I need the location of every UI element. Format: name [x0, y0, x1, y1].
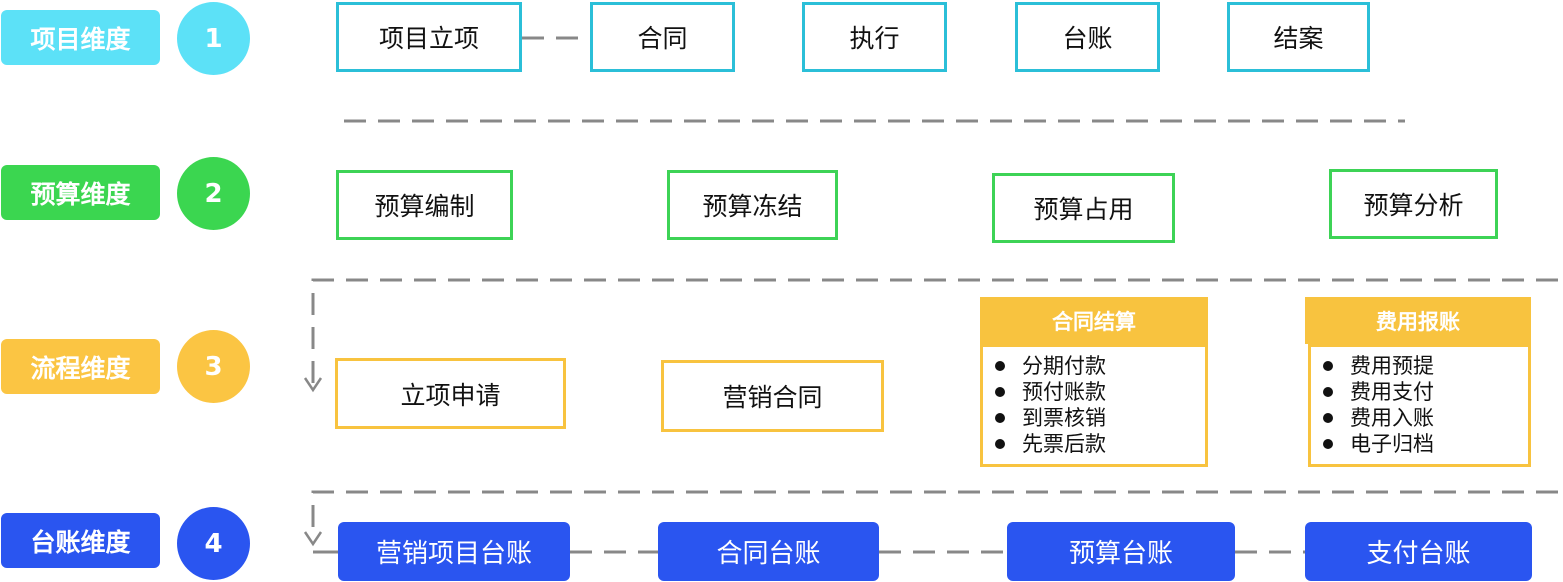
project-stage-contract: 合同 [590, 2, 735, 72]
budget-stage-preparation: 预算编制 [336, 170, 513, 240]
bullet-icon [995, 413, 1005, 423]
process-arrow-head [303, 377, 323, 393]
settlement-card-title: 合同结算 [980, 297, 1208, 344]
dimension-label-project: 项目维度 [1, 10, 160, 65]
ledger-budget: 预算台账 [1007, 522, 1235, 581]
ledger-contract: 合同台账 [658, 522, 879, 581]
dimension-number-process: 3 [177, 330, 250, 403]
expense-card: 费用预提 费用支付 费用入账 电子归档 [1308, 344, 1531, 467]
list-item: 电子归档 [1323, 431, 1528, 457]
list-item: 分期付款 [995, 353, 1205, 379]
bullet-icon [1323, 413, 1333, 423]
bullet-icon [995, 387, 1005, 397]
ledger-bracket-line [311, 490, 1558, 537]
list-item: 费用入账 [1323, 405, 1528, 431]
process-bracket-line [311, 278, 1558, 383]
dimension-label-ledger: 台账维度 [1, 513, 160, 568]
list-item: 预付账款 [995, 379, 1205, 405]
budget-stage-occupation: 预算占用 [992, 173, 1175, 243]
bullet-icon [995, 439, 1005, 449]
bullet-icon [995, 361, 1005, 371]
process-marketing-contract: 营销合同 [661, 360, 884, 432]
ledger-payment: 支付台账 [1305, 522, 1532, 581]
bullet-icon [1323, 387, 1333, 397]
budget-stage-analysis: 预算分析 [1329, 169, 1498, 239]
list-item: 先票后款 [995, 431, 1205, 457]
ledger-marketing-project: 营销项目台账 [338, 522, 570, 581]
bullet-icon [1323, 361, 1333, 371]
project-stage-ledger: 台账 [1015, 2, 1160, 72]
settlement-card: 分期付款 预付账款 到票核销 先票后款 [980, 344, 1208, 467]
bullet-icon [1323, 439, 1333, 449]
project-stage-initiation: 项目立项 [336, 2, 522, 72]
settlement-item-list: 分期付款 预付账款 到票核销 先票后款 [983, 347, 1205, 457]
dimension-number-budget: 2 [177, 157, 250, 230]
dimension-label-budget: 预算维度 [1, 165, 160, 220]
project-stage-closing: 结案 [1227, 2, 1370, 72]
process-project-application: 立项申请 [335, 358, 566, 429]
project-stage-execution: 执行 [802, 2, 947, 72]
ledger-arrow-head [303, 531, 323, 547]
dimension-number-project: 1 [177, 2, 250, 75]
dimension-label-process: 流程维度 [1, 339, 160, 394]
list-item: 费用预提 [1323, 353, 1528, 379]
expense-item-list: 费用预提 费用支付 费用入账 电子归档 [1311, 347, 1528, 457]
expense-card-title: 费用报账 [1305, 297, 1531, 344]
list-item: 费用支付 [1323, 379, 1528, 405]
list-item: 到票核销 [995, 405, 1205, 431]
dimension-number-ledger: 4 [177, 507, 250, 580]
budget-stage-freeze: 预算冻结 [667, 170, 838, 240]
